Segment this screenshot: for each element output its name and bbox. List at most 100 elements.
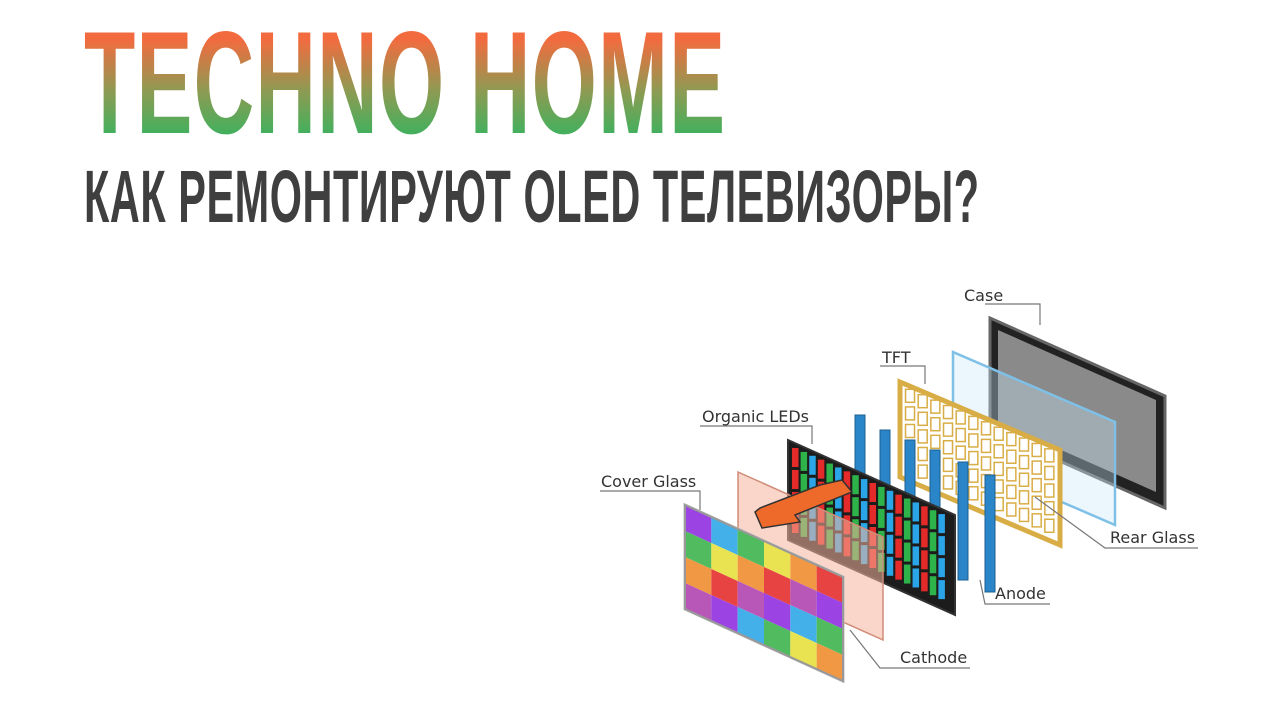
tft-cell [1044,483,1055,498]
cover-glass-pixel [790,579,817,617]
oled-subpixel [886,512,894,532]
oled-subpixel [878,486,885,506]
oled-subpixel [895,538,902,558]
tft-cell [955,410,966,425]
anode-strip [957,461,969,581]
tft-cell [917,464,928,479]
oled-subpixel [921,506,928,526]
tft-cell [980,438,992,454]
oled-subpixel [929,532,937,552]
tft-cell [968,415,979,431]
cover-glass-pixel [764,567,791,605]
label-organic-leds: Organic LEDs [702,407,809,426]
tft-cell [1018,507,1030,523]
tft-cell [968,468,979,483]
cover-glass-pixel [711,569,738,607]
label-cover-glass: Cover Glass [601,472,696,491]
tft-cell [930,416,941,432]
tft-cell [1031,495,1042,511]
oled-subpixel [912,568,920,588]
cover-glass-pixel [685,557,712,595]
oled-subpixel [903,542,911,562]
oled-subpixel [800,451,808,471]
oled-subpixel [938,514,945,534]
oled-subpixel [895,560,902,580]
oled-subpixel [869,483,876,502]
oled-subpixel [843,471,851,491]
oled-subpixel [929,554,937,574]
cover-glass-pixel [685,531,712,569]
cover-glass-pixel [816,591,843,629]
tft-cell [1031,442,1042,458]
oled-subpixel [886,534,894,554]
tft-cell [1018,472,1030,487]
oled-subpixel [912,546,920,566]
oled-subpixel [835,467,842,487]
tft-cell [968,433,979,448]
oled-subpixel [826,463,833,483]
tft-cell [917,393,928,409]
oled-subpixel [921,572,928,592]
tft-cell [942,457,954,473]
label-tft: TFT [881,348,911,367]
tft-cell [980,456,992,471]
tft-cell [993,444,1004,459]
tft-cell [942,422,954,437]
brand-title: TECHNO HOME [84,1,727,164]
oled-subpixel [903,564,911,584]
anode-strip [984,474,996,593]
oled-subpixel [886,490,894,510]
cover-glass-pixel [711,543,738,581]
cover-glass-pixel [737,581,764,619]
tft-cell [917,411,928,427]
leader-lines [600,303,1198,669]
tft-cell [1006,449,1017,464]
tft-cell [904,423,916,439]
tft-cell [942,404,954,420]
oled-subpixel [878,508,885,528]
cover-glass-pixel [737,555,764,593]
tft-cell [955,427,966,443]
oled-subpixel [835,489,842,509]
cover-glass-edge [684,503,844,683]
oled-subpixel [895,494,902,514]
light-arrow [754,479,854,529]
tft-cell [942,439,954,455]
cover-glass-pixel [816,617,843,655]
tft-cell [917,446,928,462]
oled-subpixel [860,479,868,499]
label-case: Case [964,286,1003,305]
cover-glass-pixel [790,605,817,643]
oled-subpixel [869,505,876,524]
oled-subpixel [912,502,920,522]
tft-cell [980,421,992,436]
oled-subpixel [852,497,859,517]
oled-subpixel [860,501,868,521]
oled-subpixel [809,455,816,475]
tft-cell [1031,513,1042,528]
oled-subpixel [929,510,937,530]
label-cathode: Cathode [900,648,967,667]
oled-subpixel [929,576,937,596]
tft-cell [1031,460,1042,475]
tft-cell [1018,437,1030,452]
tft-cell [1006,484,1017,500]
oled-subpixel [817,459,825,479]
oled-subpixel [921,550,928,570]
oled-subpixel [912,524,920,544]
label-rear-glass: Rear Glass [1110,528,1195,547]
label-anode: Anode [995,584,1046,603]
oled-subpixel [921,528,928,548]
tft-cell [968,486,979,501]
tft-cell [1044,500,1055,516]
tft-cell [955,445,966,460]
tft-cell [1018,454,1030,470]
oled-subpixel [903,498,911,518]
tft-cell [993,426,1004,441]
tft-cell [930,399,941,414]
tft-cell [968,450,979,466]
tft-cell [942,475,954,490]
tft-cell [1006,502,1017,517]
tft-cell [1044,518,1055,534]
